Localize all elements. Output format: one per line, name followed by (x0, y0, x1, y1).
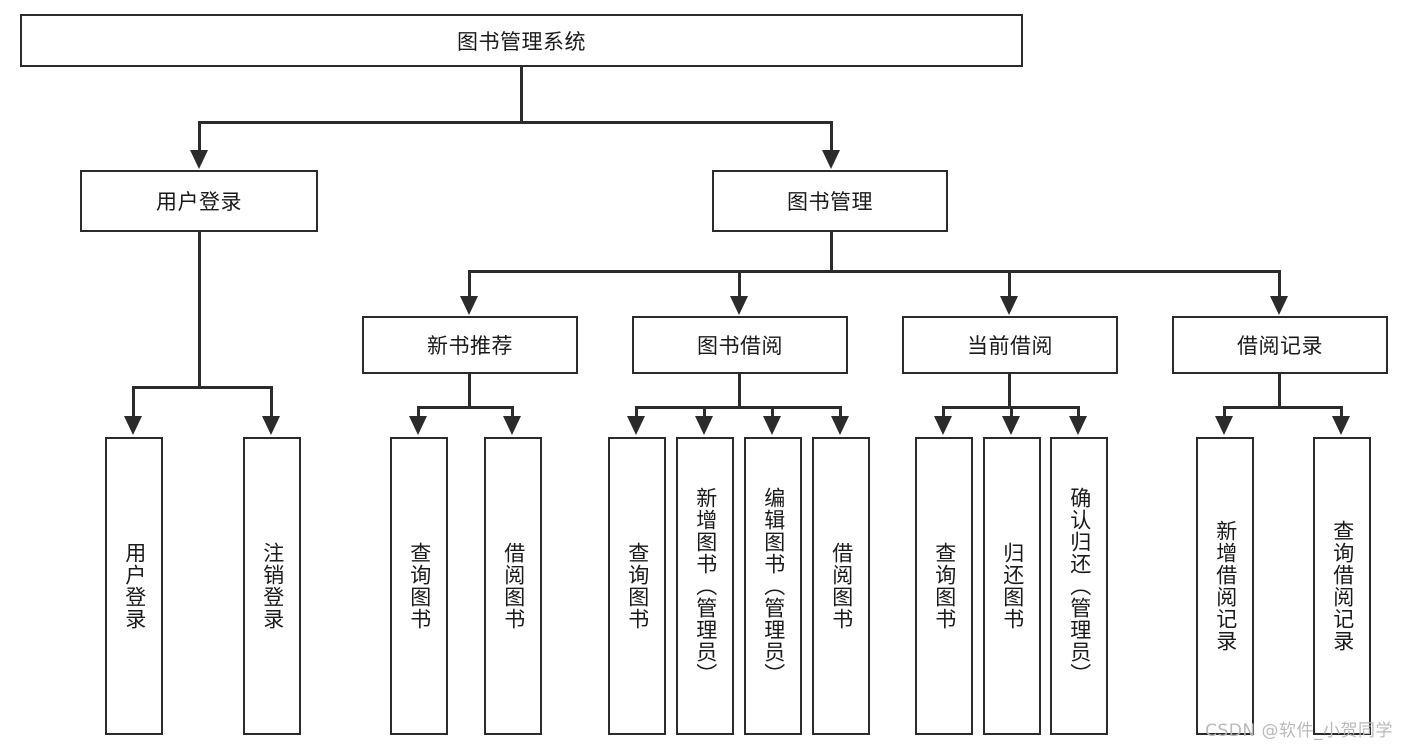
connector-root-to-user-login (198, 121, 201, 151)
node-label: 新增图书（管理员） (693, 487, 718, 685)
node-label: 图书管理系统 (457, 29, 586, 54)
connector-root-to-book-mgmt (830, 121, 833, 151)
node-label: 借阅图书 (829, 542, 854, 630)
node-root-system[interactable]: 图书管理系统 (20, 14, 1023, 67)
connector-book-mgmt-bus (468, 270, 1280, 273)
connector-borrow-record-drop-1 (1223, 406, 1226, 417)
node-new-book-recommend[interactable]: 新书推荐 (362, 316, 578, 374)
node-label: 图书管理 (787, 190, 873, 214)
connector-user-login-drop-2 (270, 386, 273, 417)
connector-book-borrow-drop-4 (839, 406, 842, 417)
node-label: 归还图书 (1000, 542, 1025, 630)
node-leaf-bb-query-book[interactable]: 查询图书 (608, 437, 666, 735)
node-label: 图书借阅 (697, 334, 783, 358)
node-label: 确认归还（管理员） (1067, 487, 1092, 685)
node-label: 用户登录 (122, 542, 147, 630)
arrowhead-leaf-user-login (124, 416, 142, 435)
connector-current-borrow-drop-1 (942, 406, 945, 417)
connector-book-borrow-bus (635, 406, 839, 409)
arrowhead-new-book-recommend (460, 296, 478, 315)
node-label: 查询借阅记录 (1330, 520, 1355, 652)
connector-user-login-bus (132, 386, 272, 389)
node-label: 查询图书 (625, 542, 650, 630)
connector-borrow-record-bus (1223, 406, 1342, 409)
arrowhead-bb-query-book (627, 416, 645, 435)
node-label: 注销登录 (260, 542, 285, 630)
arrowhead-current-borrow (1000, 296, 1018, 315)
node-label: 用户登录 (156, 190, 242, 214)
node-label: 新书推荐 (427, 334, 513, 358)
node-label: 新增借阅记录 (1213, 520, 1238, 652)
connector-new-book-drop-2 (511, 406, 514, 417)
node-leaf-bb-edit-book[interactable]: 编辑图书（管理员） (744, 437, 802, 735)
node-label: 借阅图书 (501, 542, 526, 630)
connector-book-borrow-drop-1 (635, 406, 638, 417)
node-leaf-user-login[interactable]: 用户登录 (105, 437, 163, 735)
node-leaf-bb-add-book[interactable]: 新增图书（管理员） (676, 437, 734, 735)
arrowhead-book-borrow (730, 296, 748, 315)
arrowhead-cb-return-book (1002, 416, 1020, 435)
connector-new-book-stem (468, 374, 471, 406)
connector-book-mgmt-drop-2 (738, 270, 741, 297)
arrowhead-cb-confirm-return (1069, 416, 1087, 435)
node-leaf-cb-return-book[interactable]: 归还图书 (983, 437, 1041, 735)
node-leaf-nb-query-book[interactable]: 查询图书 (390, 437, 448, 735)
node-label: 查询图书 (407, 542, 432, 630)
connector-book-mgmt-drop-3 (1008, 270, 1011, 297)
connector-book-mgmt-drop-4 (1278, 270, 1281, 297)
arrowhead-bb-add-book (695, 416, 713, 435)
arrowhead-br-query-record (1332, 416, 1350, 435)
connector-root-bus (198, 121, 833, 124)
node-book-borrow[interactable]: 图书借阅 (632, 316, 848, 374)
node-leaf-logout[interactable]: 注销登录 (243, 437, 301, 735)
connector-current-borrow-stem (1008, 374, 1011, 406)
connector-current-borrow-drop-3 (1077, 406, 1080, 417)
node-leaf-cb-query-book[interactable]: 查询图书 (915, 437, 973, 735)
connector-user-login-drop-1 (132, 386, 135, 417)
arrowhead-user-login (190, 150, 208, 169)
node-leaf-br-query-record[interactable]: 查询借阅记录 (1313, 437, 1371, 735)
connector-book-mgmt-stem (830, 232, 833, 270)
node-label: 当前借阅 (967, 334, 1053, 358)
node-user-login[interactable]: 用户登录 (80, 170, 318, 232)
connector-book-mgmt-drop-1 (468, 270, 471, 297)
csdn-watermark: CSDN @软件_小贺同学 (1205, 721, 1393, 741)
arrowhead-leaf-logout (262, 416, 280, 435)
arrowhead-bb-edit-book (763, 416, 781, 435)
arrowhead-bb-borrow-book (831, 416, 849, 435)
arrowhead-nb-query-book (409, 416, 427, 435)
node-label: 借阅记录 (1237, 334, 1323, 358)
node-current-borrow[interactable]: 当前借阅 (902, 316, 1118, 374)
node-label: 查询图书 (932, 542, 957, 630)
node-leaf-bb-borrow-book[interactable]: 借阅图书 (812, 437, 870, 735)
connector-borrow-record-stem (1278, 374, 1281, 406)
arrowhead-nb-borrow-book (503, 416, 521, 435)
connector-book-borrow-drop-3 (771, 406, 774, 417)
arrowhead-cb-query-book (934, 416, 952, 435)
node-borrow-record[interactable]: 借阅记录 (1172, 316, 1388, 374)
node-label: 编辑图书（管理员） (761, 487, 786, 685)
connector-new-book-bus (417, 406, 513, 409)
connector-root-stem (520, 67, 523, 121)
connector-book-borrow-stem (738, 374, 741, 406)
node-leaf-nb-borrow-book[interactable]: 借阅图书 (484, 437, 542, 735)
node-leaf-br-add-record[interactable]: 新增借阅记录 (1196, 437, 1254, 735)
arrowhead-book-mgmt (822, 150, 840, 169)
node-book-management[interactable]: 图书管理 (712, 170, 948, 232)
connector-book-borrow-drop-2 (703, 406, 706, 417)
arrowhead-br-add-record (1215, 416, 1233, 435)
connector-new-book-drop-1 (417, 406, 420, 417)
connector-borrow-record-drop-2 (1340, 406, 1343, 417)
connector-user-login-stem (198, 232, 201, 386)
node-leaf-cb-confirm-return[interactable]: 确认归还（管理员） (1050, 437, 1108, 735)
connector-current-borrow-drop-2 (1010, 406, 1013, 417)
arrowhead-borrow-record (1270, 296, 1288, 315)
